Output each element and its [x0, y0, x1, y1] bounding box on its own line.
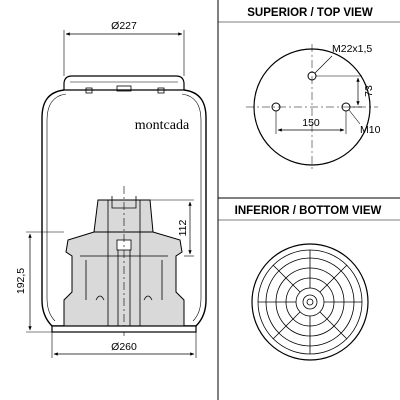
brand-label: montcada — [135, 118, 190, 133]
height-label: 192,5 — [15, 268, 27, 294]
piston-height-label: 112 — [177, 219, 189, 236]
bottom-view — [251, 243, 369, 361]
bottom-view-title: INFERIOR / BOTTOM VIEW — [235, 205, 382, 217]
bolt-label: M10 — [360, 124, 381, 136]
top-right-lug — [157, 87, 165, 94]
bolt-leader — [348, 109, 361, 125]
top-view-title: SUPERIOR / TOP VIEW — [247, 7, 373, 19]
spacing-label: 150 — [302, 117, 320, 129]
bottom-hub — [302, 294, 318, 310]
side-view — [26, 30, 207, 358]
bottom-diameter-label: Ø260 — [111, 341, 137, 353]
top-view — [246, 44, 378, 170]
bellow-inner-outline-right — [181, 93, 202, 322]
top-left-lug — [85, 87, 93, 94]
thread-leader — [314, 55, 333, 74]
base-plate — [51, 325, 197, 333]
offset-label: 73 — [363, 85, 375, 97]
bellow-inner-outline — [46, 93, 67, 322]
bottom-center-hole — [306, 298, 314, 306]
piston-cap — [93, 199, 154, 233]
bottom-ribs — [258, 250, 362, 354]
top-plate — [63, 75, 185, 91]
top-diameter-label: Ø227 — [111, 20, 137, 32]
thread-label: M22x1,5 — [332, 43, 372, 55]
bottom-ring-6 — [295, 287, 325, 317]
top-stud — [116, 85, 132, 92]
bottom-outer-ring — [251, 243, 369, 361]
